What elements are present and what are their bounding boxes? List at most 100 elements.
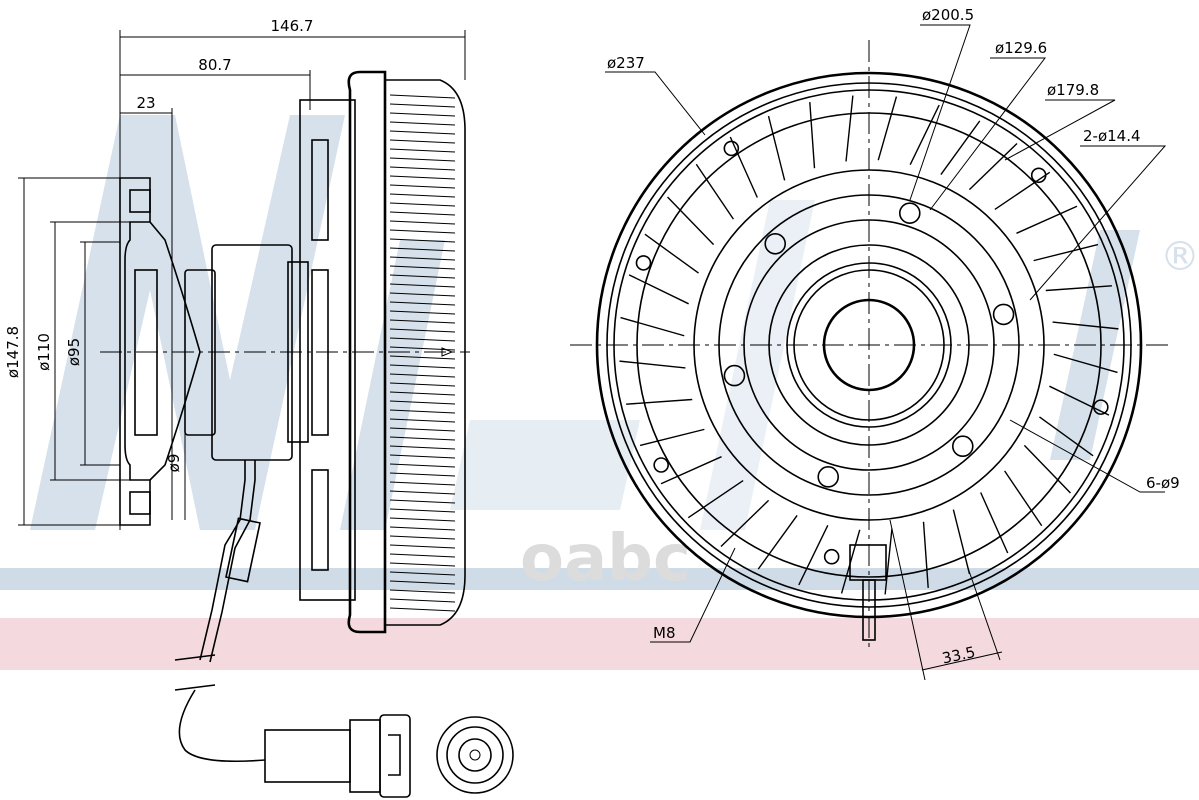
bolt-holes <box>635 140 1109 565</box>
fin-line <box>389 490 456 495</box>
front-view: ø237 ø200.5 ø129.6 ø179.8 2-ø14.4 6-ø9 M… <box>570 6 1180 681</box>
dim-hub-length: 80.7 <box>198 56 231 74</box>
dim-holes: 6-ø9 <box>1146 474 1180 492</box>
dim-pilot-diameter: ø95 <box>65 338 83 366</box>
fin-line <box>389 112 456 117</box>
hole-9 <box>951 435 974 458</box>
fin-line <box>389 499 456 504</box>
fin-line <box>389 157 456 162</box>
spoke <box>628 274 689 305</box>
mount-hole <box>1030 167 1047 184</box>
fin-line <box>389 598 456 603</box>
fin-line <box>389 508 456 513</box>
hole-9 <box>723 364 746 387</box>
fin-line <box>389 301 456 306</box>
spoke <box>1004 470 1043 527</box>
fin-line <box>389 517 456 522</box>
spoke <box>968 143 1018 191</box>
fin-line <box>389 355 456 360</box>
fin-line <box>389 94 456 99</box>
spoke <box>667 196 715 246</box>
fin-line <box>389 247 456 252</box>
fin-line <box>389 535 456 540</box>
mount-hole <box>635 255 652 271</box>
hole-9 <box>764 232 787 255</box>
fin-line <box>389 175 456 180</box>
dim-bolt-circle: ø110 <box>35 333 53 371</box>
fin-line <box>389 391 456 396</box>
fin-line <box>389 553 456 558</box>
fin-line <box>389 292 456 297</box>
mount-hole <box>823 548 840 565</box>
hole-9 <box>898 202 921 224</box>
fin-line <box>389 265 456 270</box>
spoke <box>1045 285 1112 292</box>
fin-line <box>389 472 456 477</box>
fin-line <box>389 580 456 585</box>
dim-diameter-200-5: ø200.5 <box>922 6 974 24</box>
mount-hole <box>653 457 669 473</box>
fin-line <box>389 211 456 216</box>
watermark: ® oabc <box>0 115 1199 670</box>
side-view: 146.7 80.7 23 ø147.8 ø110 ø95 ø9 <box>4 17 514 798</box>
fin-line <box>389 337 456 342</box>
dim-flange-diameter: ø147.8 <box>4 326 22 378</box>
fin-line <box>389 571 456 576</box>
fin-line <box>389 220 456 225</box>
fin-line <box>389 319 456 324</box>
fin-line <box>389 364 456 369</box>
fin-line <box>389 283 456 288</box>
fin-line <box>389 445 456 450</box>
fin-line <box>389 148 456 153</box>
fin-line <box>389 103 456 108</box>
watermark-secondary: oabc <box>520 522 691 596</box>
dim-hole-diameter: ø9 <box>165 454 183 473</box>
spoke <box>1049 385 1110 416</box>
fin-line <box>389 202 456 207</box>
fin-line <box>389 139 456 144</box>
fin-line <box>389 562 456 567</box>
fin-line <box>389 346 456 351</box>
fin-line <box>389 463 456 468</box>
spoke <box>980 492 1009 554</box>
fin-line <box>389 121 456 126</box>
spoke <box>660 456 722 485</box>
fin-line <box>389 256 456 261</box>
dim-outer-diameter: ø237 <box>607 54 645 72</box>
spoke <box>884 528 893 595</box>
fin-line <box>389 436 456 441</box>
spoke <box>729 136 758 198</box>
fin-line <box>389 427 456 432</box>
fin-line <box>389 607 456 612</box>
spoke <box>994 171 1051 210</box>
fin-line <box>389 382 456 387</box>
spoke <box>940 120 981 175</box>
fin-line <box>389 310 456 315</box>
fin-line <box>389 373 456 378</box>
fan-spokes <box>619 95 1119 595</box>
watermark-registered: ® <box>1160 234 1199 280</box>
dim-thread: M8 <box>653 624 676 642</box>
fin-line <box>389 274 456 279</box>
spoke <box>1016 205 1078 234</box>
spoke <box>767 115 786 181</box>
fin-line <box>389 400 456 405</box>
spoke <box>626 398 693 405</box>
fin-line <box>389 526 456 531</box>
fin-line <box>389 418 456 423</box>
spoke <box>1023 444 1071 494</box>
spoke <box>922 521 929 588</box>
fin-line <box>389 184 456 189</box>
spoke <box>639 428 705 447</box>
hole-9 <box>817 466 840 488</box>
spoke <box>644 233 699 274</box>
fin-line <box>389 454 456 459</box>
watermark-band-pink <box>0 618 1199 670</box>
fin-line <box>389 409 456 414</box>
spoke <box>1033 243 1099 262</box>
fin-line <box>389 193 456 198</box>
fin-line <box>389 238 456 243</box>
spoke <box>952 509 971 575</box>
spoke <box>1052 321 1119 330</box>
